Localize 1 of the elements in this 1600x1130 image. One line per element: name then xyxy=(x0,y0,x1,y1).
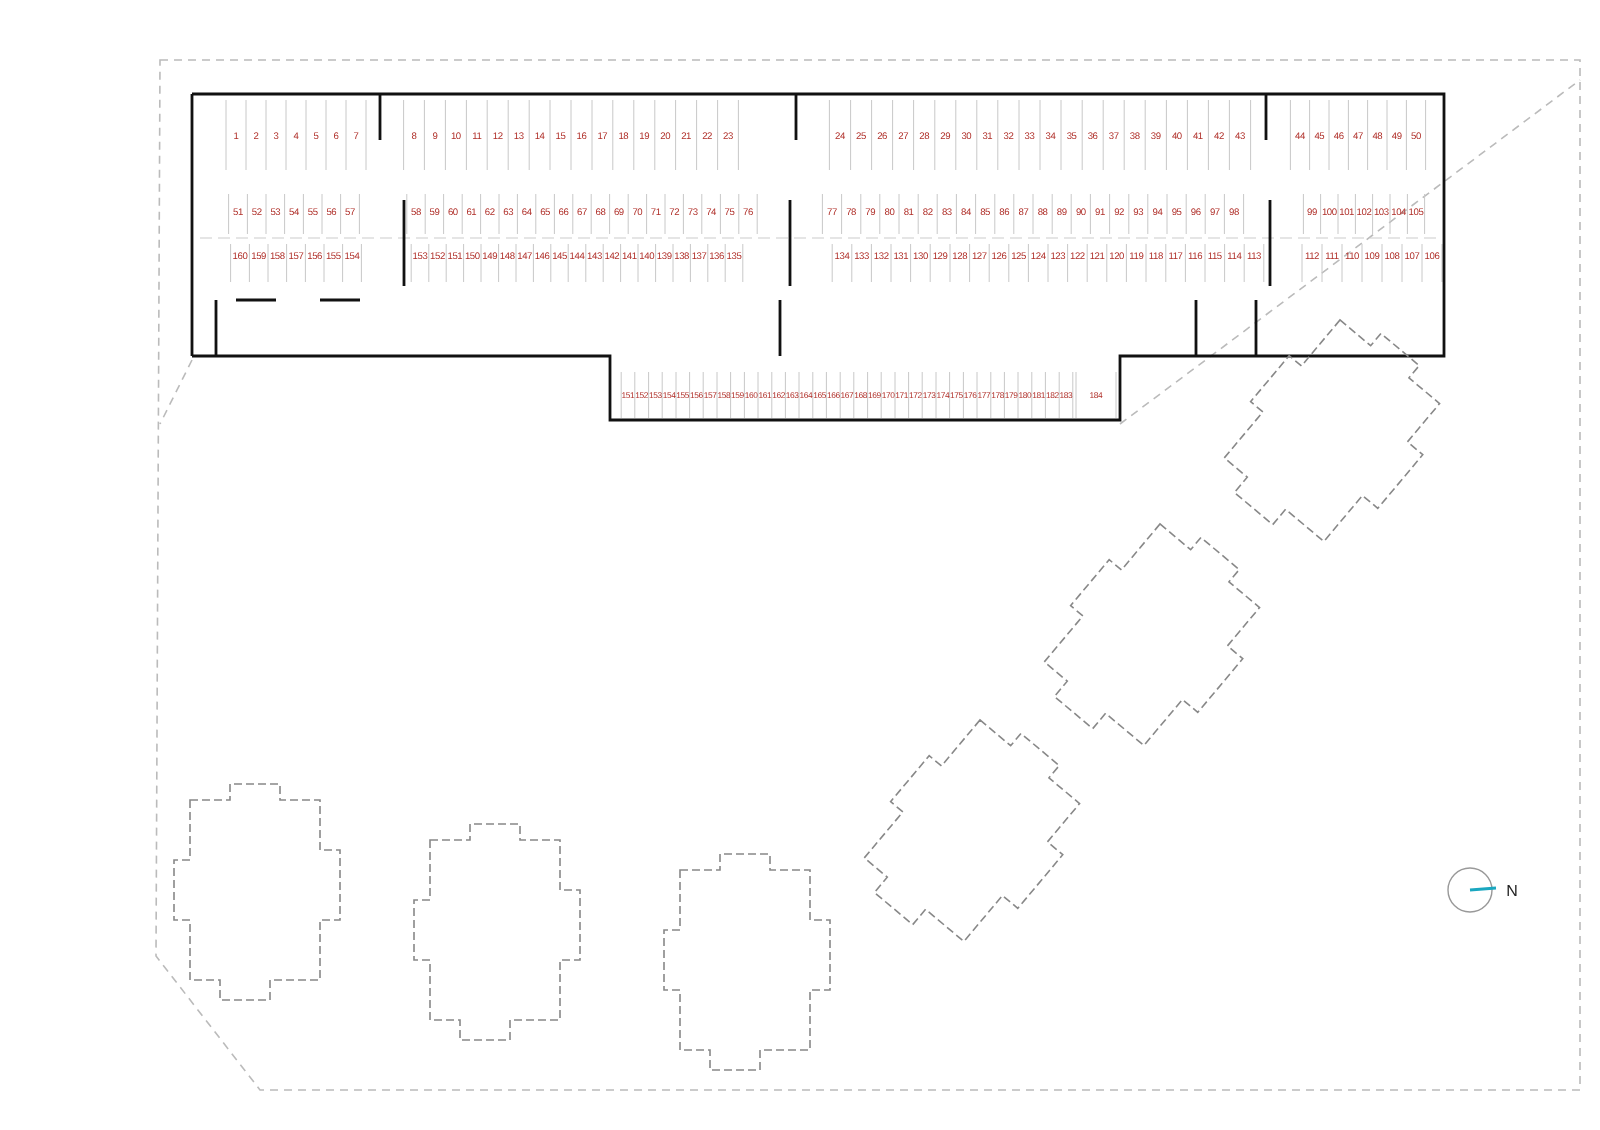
north-label: N xyxy=(1506,884,1518,900)
